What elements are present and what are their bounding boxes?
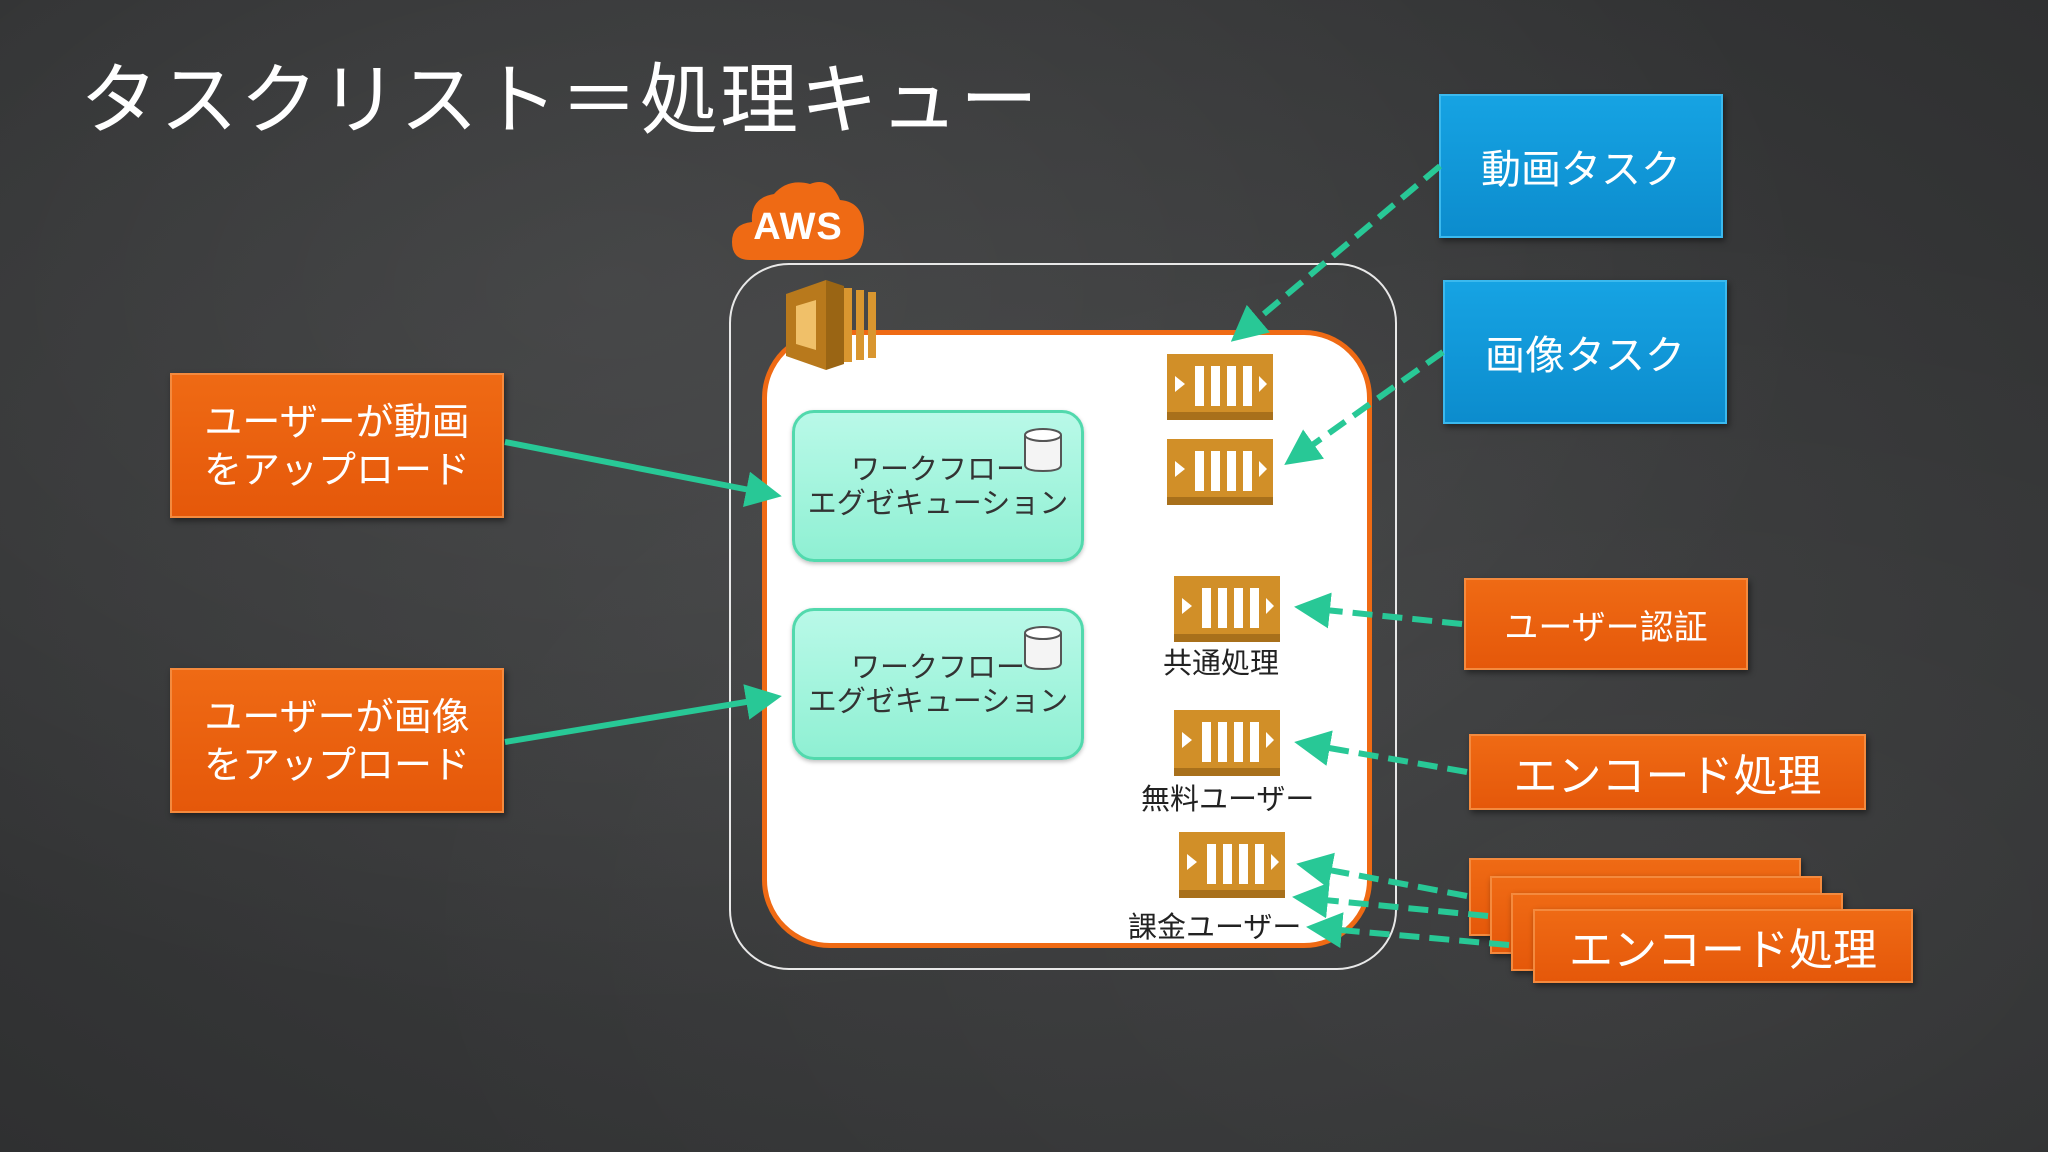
encode-paid-worker-box: エンコード処理 (1533, 909, 1913, 983)
queue-icon (1167, 354, 1273, 420)
swf-icon (786, 280, 876, 370)
workflow-2-line1: ワークフロー (850, 650, 1025, 684)
encode-free-worker-box: エンコード処理 (1469, 734, 1866, 810)
workflow-execution-box-1: ワークフロー エグゼキューション (792, 410, 1084, 562)
video-task-label: 動画タスク (1481, 147, 1681, 193)
workflow-1-line1: ワークフロー (850, 452, 1025, 486)
encode-free-label: エンコード処理 (1513, 751, 1822, 802)
encode-paid-label: エンコード処理 (1569, 925, 1877, 976)
video-task-box: 動画タスク (1439, 94, 1723, 238)
image-task-box: 画像タスク (1443, 280, 1727, 424)
aws-cloud-icon (732, 182, 864, 260)
queue-label-common: 共通処理 (1163, 646, 1280, 680)
slide-title: タスクリスト＝処理キュー (80, 56, 1041, 146)
workflow-2-line2: エグゼキューション (807, 684, 1069, 718)
queue-icon (1179, 832, 1285, 898)
user-image-upload-line2: をアップロード (203, 742, 470, 787)
user-image-upload-box: ユーザーが画像 をアップロード (170, 668, 504, 813)
image-task-label: 画像タスク (1485, 333, 1685, 379)
queue-icon (1174, 576, 1280, 642)
queue-label-paid: 課金ユーザー (1128, 910, 1302, 944)
workflow-execution-box-2: ワークフロー エグゼキューション (792, 608, 1084, 760)
user-auth-label: ユーザー認証 (1504, 607, 1708, 648)
queue-icon (1167, 439, 1273, 505)
database-icon (1024, 626, 1062, 671)
database-icon (1024, 428, 1062, 473)
user-video-upload-box: ユーザーが動画 をアップロード (170, 373, 504, 518)
user-video-upload-line1: ユーザーが動画 (204, 399, 470, 444)
user-auth-worker-box: ユーザー認証 (1464, 578, 1748, 670)
workflow-1-line2: エグゼキューション (807, 486, 1069, 520)
aws-label: AWS (753, 206, 843, 248)
user-video-upload-line2: をアップロード (203, 447, 470, 492)
queue-icon (1174, 710, 1280, 776)
user-image-upload-line1: ユーザーが画像 (204, 694, 470, 739)
queue-label-free: 無料ユーザー (1141, 782, 1315, 816)
